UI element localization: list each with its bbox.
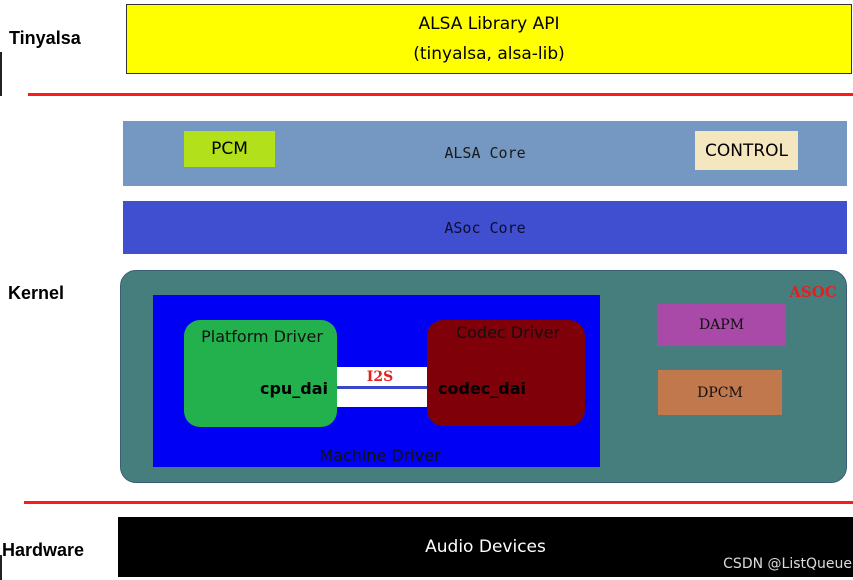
- control-box: CONTROL: [695, 131, 798, 170]
- dpcm-box: DPCM: [658, 370, 782, 415]
- codec-driver-box: [427, 320, 585, 426]
- audio-devices-box: Audio Devices: [118, 517, 853, 577]
- watermark: CSDN @ListQueue: [723, 556, 852, 572]
- user-kernel-divider: [28, 93, 853, 96]
- asoc-core-title: ASoc Core: [444, 219, 526, 237]
- asoc-label: ASOC: [789, 283, 837, 301]
- layer-label-tinyalsa: Tinyalsa: [9, 28, 81, 48]
- alsa-library-api-box: ALSA Library API (tinyalsa, alsa-lib): [126, 4, 852, 74]
- left-edge-mark: [0, 555, 2, 580]
- kernel-hardware-divider: [24, 501, 853, 504]
- dapm-box: DAPM: [657, 304, 786, 346]
- i2s-link-line: [337, 386, 427, 389]
- platform-driver-box: [184, 320, 337, 427]
- codec-dai-label: codec_dai: [438, 378, 526, 398]
- alsa-api-title: ALSA Library API: [418, 14, 560, 34]
- platform-driver-title: Platform Driver: [201, 326, 323, 346]
- left-edge-mark: [0, 52, 2, 96]
- i2s-label: I2S: [366, 369, 394, 385]
- cpu-dai-label: cpu_dai: [259, 378, 329, 398]
- layer-label-kernel: Kernel: [8, 283, 65, 303]
- machine-driver-title: Machine Driver: [319, 445, 441, 465]
- alsa-api-subtitle: (tinyalsa, alsa-lib): [413, 44, 565, 64]
- pcm-box: PCM: [184, 131, 275, 167]
- alsa-core-title: ALSA Core: [444, 144, 526, 162]
- asoc-core-box: [123, 201, 847, 254]
- layer-label-hardware: Hardware: [2, 540, 85, 560]
- codec-driver-title: Codec Driver: [455, 322, 561, 342]
